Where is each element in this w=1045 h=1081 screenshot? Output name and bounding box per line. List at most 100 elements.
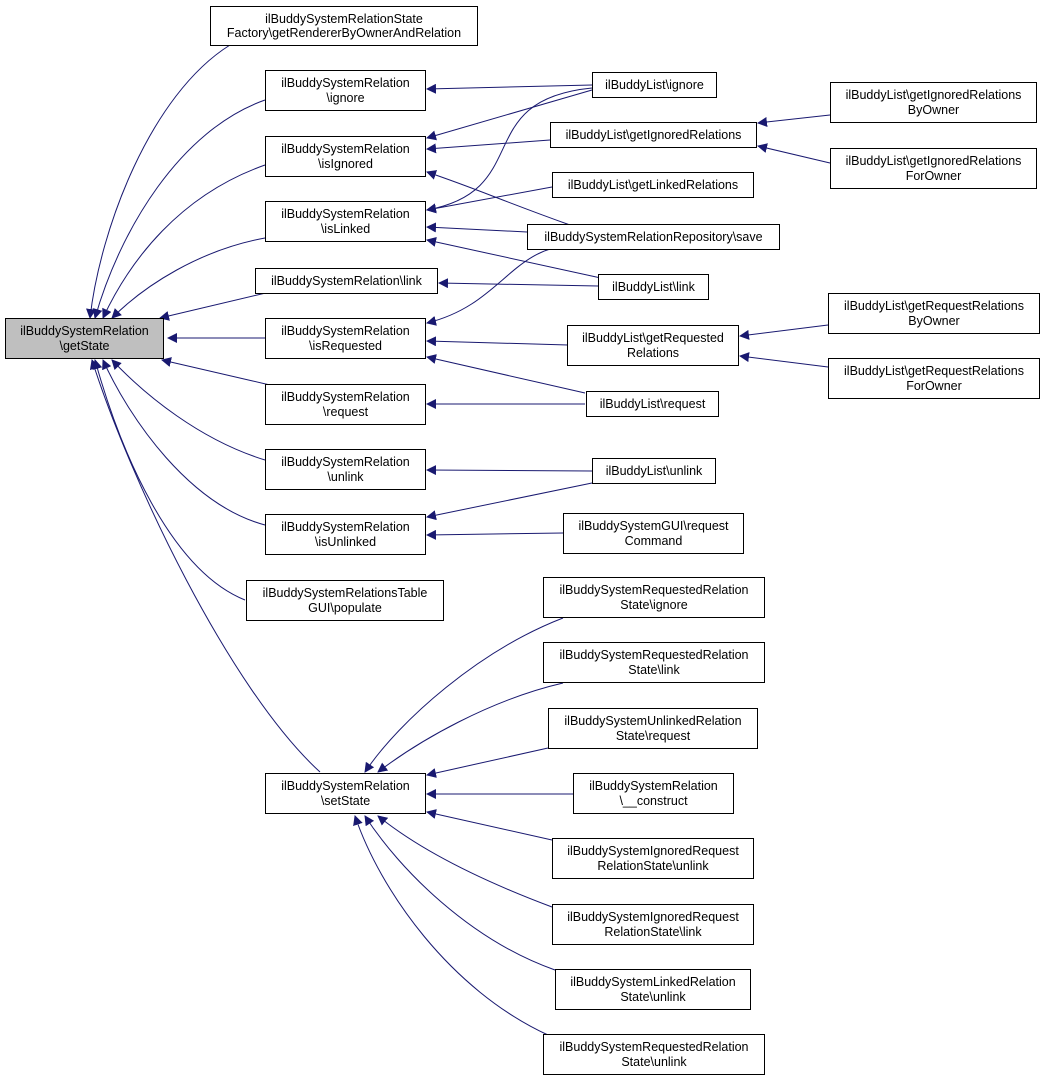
node-isUnlinked[interactable]: ilBuddySystemRelation \isUnlinked xyxy=(265,514,426,555)
edge-blIgnore-to-isIgnored xyxy=(426,89,593,141)
node-buddyList-ignore[interactable]: ilBuddyList\ignore xyxy=(592,72,717,98)
edge-blIgnoredByOwner-to-blGetIgnored xyxy=(757,114,831,127)
node-buddyList-getRequestRelationsByOwner[interactable]: ilBuddyList\getRequestRelations ByOwner xyxy=(828,293,1040,334)
node-unlinkedStateRequest-line1: ilBuddySystemUnlinkedRelation xyxy=(564,714,742,728)
node-ignoredRequestRelationState-link[interactable]: ilBuddySystemIgnoredRequest RelationStat… xyxy=(552,904,754,945)
node-ignore-line1: ilBuddySystemRelation xyxy=(281,76,410,90)
node-blRequestForOwner-line1: ilBuddyList\getRequestRelations xyxy=(844,364,1024,378)
node-buddyList-getRequestedRelations[interactable]: ilBuddyList\getRequested Relations xyxy=(567,325,739,366)
edge-blIgnore-to-isLinked xyxy=(426,87,593,214)
node-buddyList-unlink[interactable]: ilBuddyList\unlink xyxy=(592,458,716,484)
node-ignoredReqLink-line2: RelationState\link xyxy=(604,924,702,939)
node-buddyList-getIgnoredRelationsByOwner[interactable]: ilBuddyList\getIgnoredRelations ByOwner xyxy=(830,82,1037,123)
node-linkedRelationState-unlink[interactable]: ilBuddySystemLinkedRelation State\unlink xyxy=(555,969,751,1010)
node-reqStateLink-line1: ilBuddySystemRequestedRelation xyxy=(559,648,749,662)
node-isLinked[interactable]: ilBuddySystemRelation \isLinked xyxy=(265,201,426,242)
edge-unlinkedStateRequest-to-setState xyxy=(426,747,549,778)
node-reqStateUnlink-line2: State\unlink xyxy=(621,1054,687,1069)
node-factory-line1: ilBuddySystemRelationState xyxy=(265,11,423,26)
node-buddySystemGUI-requestCommand[interactable]: ilBuddySystemGUI\request Command xyxy=(563,513,744,554)
edge-blGetLinked-to-isLinked xyxy=(426,186,553,214)
node-isUnlinked-line2: \isUnlinked xyxy=(314,534,377,549)
node-repoSave-line1: ilBuddySystemRelationRepository\save xyxy=(544,229,763,244)
node-reqStateLink-line2: State\link xyxy=(628,662,680,677)
node-isRequested[interactable]: ilBuddySystemRelation \isRequested xyxy=(265,318,426,359)
node-buddyList-getLinkedRelations[interactable]: ilBuddyList\getLinkedRelations xyxy=(552,172,754,198)
node-tableGUI-populate[interactable]: ilBuddySystemRelationsTable GUI\populate xyxy=(246,580,444,621)
node-link[interactable]: ilBuddySystemRelation\link xyxy=(255,268,438,294)
node-blRequestForOwner-line2: ForOwner xyxy=(906,378,962,393)
node-isIgnored-line2: \isIgnored xyxy=(318,156,373,171)
edge-link-to-getState xyxy=(159,291,271,321)
edge-blIgnore-to-ignore xyxy=(426,83,593,94)
edge-isIgnored-to-getState xyxy=(102,164,266,319)
node-requestedRelationState-link[interactable]: ilBuddySystemRequestedRelation State\lin… xyxy=(543,642,765,683)
node-construct-line2: \__construct xyxy=(619,793,688,808)
node-buddyList-getIgnoredRelationsForOwner[interactable]: ilBuddyList\getIgnoredRelations ForOwner xyxy=(830,148,1037,189)
node-unlink-line1: ilBuddySystemRelation xyxy=(281,455,410,469)
node-request-line2: \request xyxy=(322,404,369,419)
node-tablePopulate-line1: ilBuddySystemRelationsTable xyxy=(262,586,428,600)
node-ignoredReqLink-line1: ilBuddySystemIgnoredRequest xyxy=(567,910,739,924)
edge-ignore-to-getState xyxy=(92,99,266,319)
edge-unlink-to-getState xyxy=(111,359,266,461)
node-stateFactory-getRenderer[interactable]: ilBuddySystemRelationState Factory\getRe… xyxy=(210,6,478,46)
node-getState: ilBuddySystemRelation \getState xyxy=(5,318,164,359)
node-guiRequestCmd-line1: ilBuddySystemGUI\request xyxy=(578,519,729,533)
node-blRequest-line1: ilBuddyList\request xyxy=(599,396,706,411)
edge-reqStateIgnore-to-setState xyxy=(364,617,564,773)
edge-blGetIgnored-to-isIgnored xyxy=(426,139,551,154)
node-unlinkedRelationState-request[interactable]: ilBuddySystemUnlinkedRelation State\requ… xyxy=(548,708,758,749)
edge-factory-to-getState xyxy=(86,44,231,319)
node-relation-construct[interactable]: ilBuddySystemRelation \__construct xyxy=(573,773,734,814)
node-isRequested-line2: \isRequested xyxy=(309,338,382,353)
node-isIgnored-line1: ilBuddySystemRelation xyxy=(281,142,410,156)
node-requestedRelationState-ignore[interactable]: ilBuddySystemRequestedRelation State\ign… xyxy=(543,577,765,618)
node-buddyList-link[interactable]: ilBuddyList\link xyxy=(598,274,709,300)
edge-blRequestByOwner-to-blGetRequested xyxy=(739,324,829,340)
node-isRequested-line1: ilBuddySystemRelation xyxy=(281,324,410,338)
node-ignoredReqUnlink-line2: RelationState\unlink xyxy=(597,858,709,873)
node-blUnlink-line1: ilBuddyList\unlink xyxy=(605,463,703,478)
edge-blIgnoredForOwner-to-blGetIgnored xyxy=(757,143,831,164)
edge-blGetRequested-to-isRequested xyxy=(426,336,569,347)
node-link-line1: ilBuddySystemRelation\link xyxy=(271,273,422,288)
node-setState[interactable]: ilBuddySystemRelation \setState xyxy=(265,773,426,814)
node-buddyList-request[interactable]: ilBuddyList\request xyxy=(586,391,719,417)
node-blIgnore-line1: ilBuddyList\ignore xyxy=(605,77,704,92)
edge-blUnlink-to-unlink xyxy=(426,465,593,476)
edge-guiRequestCmd-to-isUnlinked xyxy=(426,529,564,540)
edge-blUnlink-to-isUnlinked xyxy=(426,482,593,521)
node-unlink[interactable]: ilBuddySystemRelation \unlink xyxy=(265,449,426,490)
node-relationRepository-save[interactable]: ilBuddySystemRelationRepository\save xyxy=(527,224,780,250)
node-blIgnoredForOwner-line2: ForOwner xyxy=(905,168,962,183)
node-request[interactable]: ilBuddySystemRelation \request xyxy=(265,384,426,425)
node-setState-line1: ilBuddySystemRelation xyxy=(281,779,410,793)
node-linkedStateUnlink-line1: ilBuddySystemLinkedRelation xyxy=(570,975,736,989)
node-getState-line2: \getState xyxy=(59,338,110,353)
node-isIgnored[interactable]: ilBuddySystemRelation \isIgnored xyxy=(265,136,426,177)
edge-request-to-getState xyxy=(161,357,271,386)
node-blGetIgnored-line1: ilBuddyList\getIgnoredRelations xyxy=(565,127,742,142)
node-blIgnoredByOwner-line2: ByOwner xyxy=(907,102,960,117)
node-ignore-line2: \ignore xyxy=(326,90,365,105)
edge-blRequest-to-isRequested xyxy=(426,354,586,394)
node-requestedRelationState-unlink[interactable]: ilBuddySystemRequestedRelation State\unl… xyxy=(543,1034,765,1075)
node-buddyList-getIgnoredRelations[interactable]: ilBuddyList\getIgnoredRelations xyxy=(550,122,757,148)
edge-ignoredReqLink-to-setState xyxy=(377,815,553,908)
node-reqStateIgnore-line1: ilBuddySystemRequestedRelation xyxy=(559,583,749,597)
edge-blRequestForOwner-to-blGetRequested xyxy=(739,352,829,368)
node-ignore[interactable]: ilBuddySystemRelation \ignore xyxy=(265,70,426,111)
edge-blLink-to-link xyxy=(438,278,599,289)
node-request-line1: ilBuddySystemRelation xyxy=(281,390,410,404)
edge-setState-to-getState xyxy=(89,359,321,773)
node-buddyList-getRequestRelationsForOwner[interactable]: ilBuddyList\getRequestRelations ForOwner xyxy=(828,358,1040,399)
node-reqStateIgnore-line2: State\ignore xyxy=(620,597,688,612)
edge-tablePopulate-to-getState xyxy=(92,359,246,601)
node-blRequestByOwner-line2: ByOwner xyxy=(908,313,960,328)
edge-reqStateUnlink-to-setState xyxy=(353,815,549,1036)
node-setState-line2: \setState xyxy=(320,793,371,808)
node-isLinked-line2: \isLinked xyxy=(320,221,371,236)
node-ignoredRequestRelationState-unlink[interactable]: ilBuddySystemIgnoredRequest RelationStat… xyxy=(552,838,754,879)
